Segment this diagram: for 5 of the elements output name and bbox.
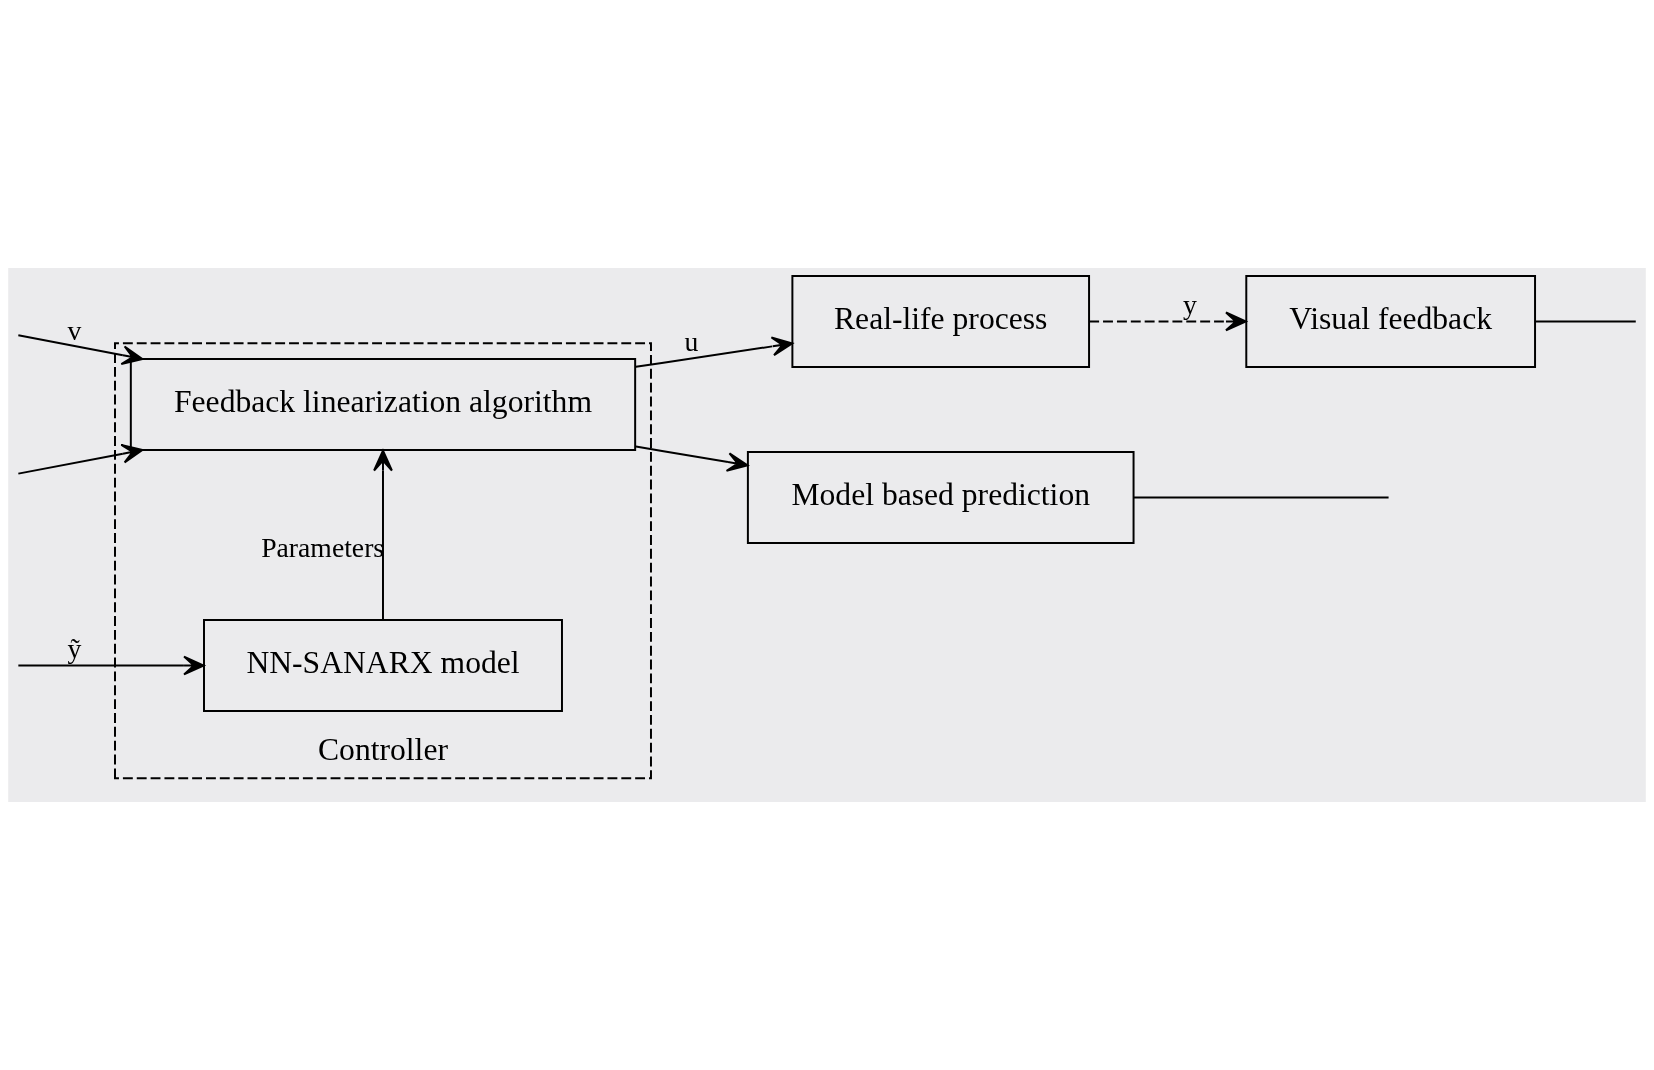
- edge-label: y: [1183, 288, 1197, 320]
- edge-label: v: [67, 314, 82, 346]
- edge-label: ỹ: [67, 633, 82, 665]
- edge-label: Parameters: [261, 531, 385, 563]
- edge-label: u: [684, 326, 699, 358]
